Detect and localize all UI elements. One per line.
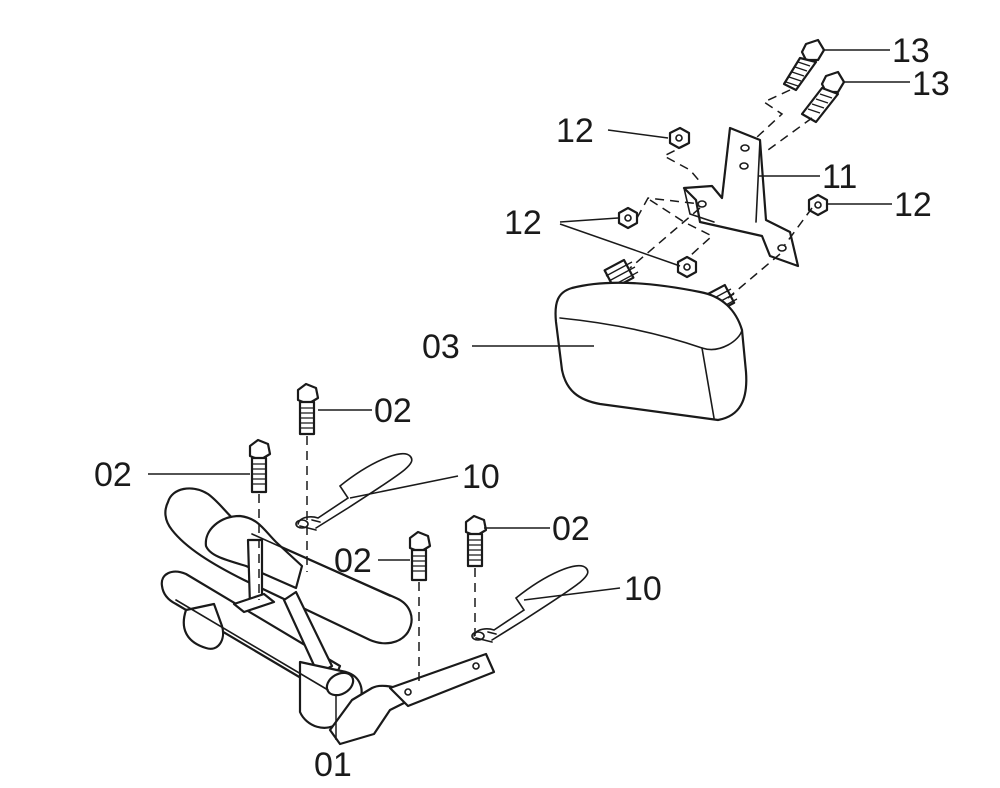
callout-03: 03 [422, 328, 460, 366]
lamp-lens-edge [559, 317, 743, 351]
nut-lower [676, 255, 698, 279]
mounting-plate [388, 652, 496, 708]
mounting-bracket [682, 126, 800, 268]
spring-clip-lower [471, 564, 589, 643]
bolt-13-lower [800, 70, 846, 124]
bolt-02-left [248, 438, 272, 494]
callout-12-left: 12 [504, 204, 542, 242]
callout-11: 11 [822, 158, 857, 196]
callout-02-left: 02 [94, 456, 132, 494]
lamp-body [554, 281, 748, 422]
assembly-lines-upper [629, 89, 813, 299]
callout-10-upper: 10 [462, 458, 500, 496]
callout-labels: 13 13 12 11 12 12 03 02 02 10 02 02 10 0… [94, 32, 950, 784]
bolt-02-center [408, 530, 432, 582]
leader-lines [148, 49, 910, 740]
bolt-02-right [464, 514, 488, 568]
callout-13-lower: 13 [912, 65, 950, 103]
bumper-tube-assembly [160, 487, 496, 746]
nut-mid-left [617, 206, 639, 230]
callout-12-right: 12 [894, 186, 932, 224]
callout-10-lower: 10 [624, 570, 662, 608]
nut-right [807, 193, 829, 217]
callout-01: 01 [314, 746, 352, 784]
assembly-lines-lower [258, 436, 476, 686]
spring-clip-upper [295, 452, 413, 531]
bolt-13-upper [782, 38, 826, 92]
callout-12-upper: 12 [556, 112, 594, 150]
callout-02-top: 02 [374, 392, 412, 430]
callout-13-upper: 13 [892, 32, 930, 70]
callout-02-center: 02 [334, 542, 372, 580]
nut-upper [668, 126, 691, 150]
bolt-02-top [296, 382, 320, 436]
lamp-housing [554, 258, 748, 422]
callout-02-right: 02 [552, 510, 590, 548]
